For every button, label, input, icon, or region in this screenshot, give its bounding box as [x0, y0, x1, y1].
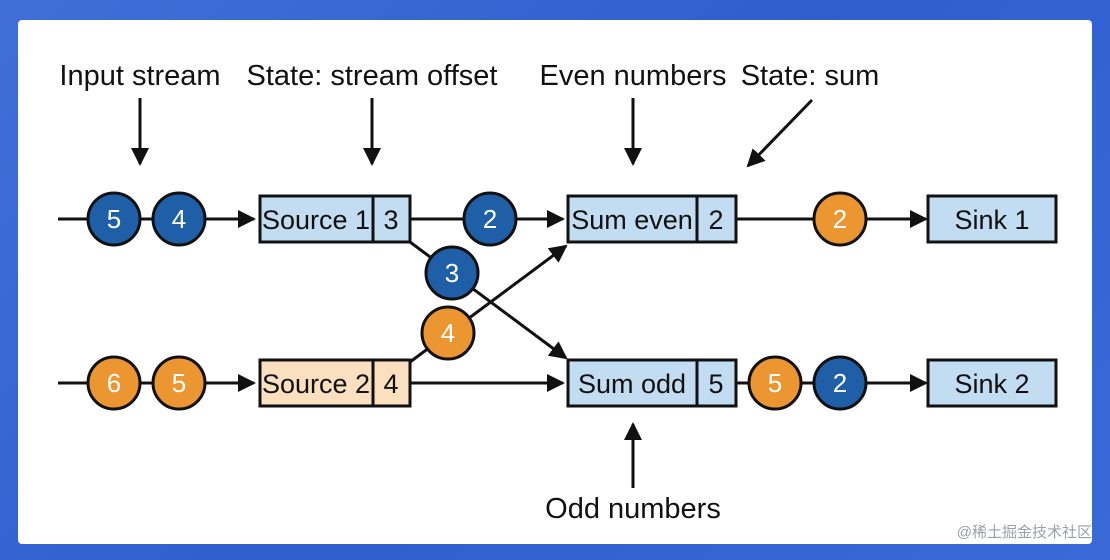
event-in2-a-value: 6 — [107, 368, 121, 398]
label-state-offset: State: stream offset — [247, 60, 498, 92]
watermark-text: @稀土掘金技术社区 — [957, 524, 1092, 541]
event-s1-to-even-value: 2 — [483, 204, 497, 234]
source2-name: Source 2 — [262, 369, 370, 399]
box-sink2 — [926, 358, 1058, 408]
sink2-name: Sink 2 — [954, 369, 1029, 399]
event-in1-b — [151, 191, 207, 247]
arrow-state-sum — [746, 98, 814, 168]
event-s2-to-even-value: 4 — [441, 318, 455, 348]
event-in2-a — [86, 355, 142, 411]
sum-even-name: Sum even — [571, 205, 693, 235]
event-in2-b — [151, 355, 207, 411]
event-s1-to-odd-value: 3 — [445, 258, 459, 288]
source2-state: 4 — [383, 369, 398, 399]
event-odd-out-a — [747, 355, 803, 411]
event-in1-a-value: 5 — [107, 204, 121, 234]
source1-state: 3 — [383, 205, 398, 235]
sum-odd-name: Sum odd — [578, 369, 686, 399]
event-in2-b-value: 5 — [172, 368, 186, 398]
label-input-stream: Input stream — [59, 60, 220, 92]
event-even-out — [812, 191, 868, 247]
sum-even-state: 2 — [708, 205, 723, 235]
box-source1 — [258, 194, 412, 244]
label-odd-numbers: Odd numbers — [545, 493, 721, 525]
box-sum-even — [566, 194, 738, 244]
event-even-out-value: 2 — [833, 204, 847, 234]
box-sink1 — [926, 194, 1058, 244]
event-odd-out-b-value: 2 — [833, 368, 847, 398]
sum-odd-state: 5 — [708, 369, 723, 399]
label-state-sum: State: sum — [741, 60, 880, 92]
event-odd-out-a-value: 5 — [768, 368, 782, 398]
label-even-numbers: Even numbers — [540, 60, 727, 92]
diagram-card — [18, 20, 1092, 544]
event-s2-to-even — [420, 305, 476, 361]
event-in1-a — [86, 191, 142, 247]
source1-name: Source 1 — [262, 205, 370, 235]
box-source2 — [258, 358, 412, 408]
event-s1-to-even — [462, 191, 518, 247]
event-odd-out-b — [812, 355, 868, 411]
event-s1-to-odd — [424, 245, 480, 301]
event-in1-b-value: 4 — [172, 204, 186, 234]
sink1-name: Sink 1 — [954, 205, 1029, 235]
box-sum-odd — [566, 358, 738, 408]
